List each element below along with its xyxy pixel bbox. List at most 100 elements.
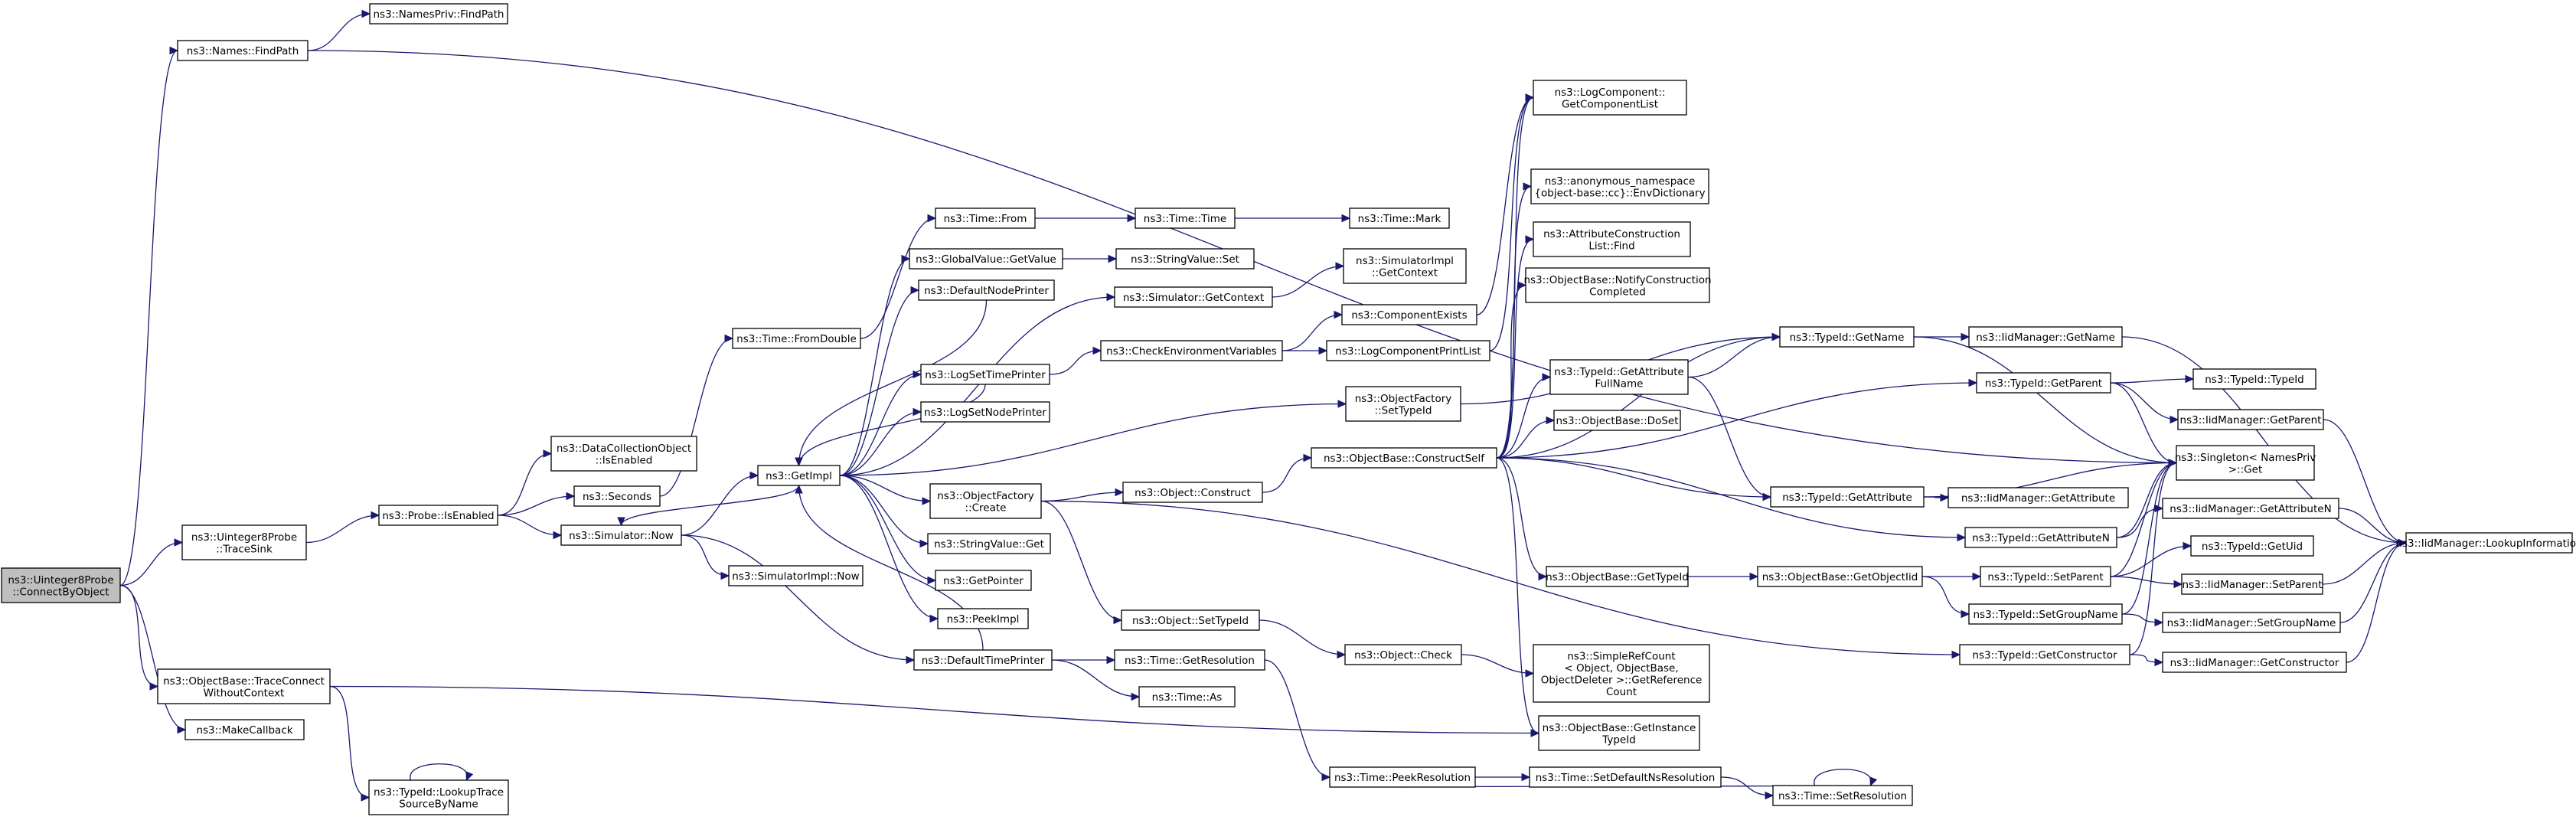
function-node-label: ns3::IidManager::GetName <box>1976 332 2115 344</box>
function-node-label: ns3::IidManager::GetAttributeN <box>2170 503 2331 515</box>
function-node[interactable]: ns3::Object::Check <box>1344 644 1462 665</box>
function-node[interactable]: ns3::TypeId::GetUid <box>2190 535 2314 557</box>
function-node[interactable]: ns3::PeekImpl <box>937 608 1029 629</box>
function-node-box <box>935 570 1032 591</box>
function-node[interactable]: ns3::ObjectBase::GetObjectIid <box>1757 566 1923 587</box>
function-node-label: ns3::SimulatorImpl <box>1356 255 1454 267</box>
function-node-box <box>1138 686 1236 707</box>
function-node[interactable]: ns3::SimulatorImpl::GetContext <box>1343 248 1467 284</box>
function-node[interactable]: ns3::TypeId::TypeId <box>2192 368 2316 390</box>
call-edge-timeGetRes-to-timePeekRes <box>1264 659 1331 782</box>
function-node[interactable]: ns3::Time::Time <box>1135 207 1236 229</box>
function-node[interactable]: ns3::LogSetTimePrinter <box>920 364 1050 385</box>
call-edge-line <box>1461 654 1534 675</box>
call-edge-u8TraceSink-to-probeIsEnabled <box>305 511 380 544</box>
function-node-label: ns3::ObjectBase::NotifyConstruction <box>1523 274 1711 286</box>
function-node[interactable]: ns3::IidManager::GetAttribute <box>1948 487 2129 508</box>
function-node[interactable]: ns3::GetPointer <box>935 570 1032 591</box>
function-node[interactable]: ns3::Probe::IsEnabled <box>378 505 498 526</box>
function-node[interactable]: ns3::IidManager::GetName <box>1968 326 2123 348</box>
call-edge-arrowhead <box>361 793 371 802</box>
function-node-label: ns3::Time::Time <box>1144 213 1226 225</box>
function-node[interactable]: ns3::ObjectFactory::Create <box>929 483 1042 519</box>
function-node[interactable]: ns3::DefaultNodePrinter <box>918 279 1055 301</box>
function-node[interactable]: ns3::Names::FindPath <box>177 40 309 61</box>
call-edge-line <box>860 217 936 339</box>
function-node[interactable]: ns3::IidManager::SetParent <box>2181 573 2323 595</box>
function-node[interactable]: ns3::TypeId::GetAttributeN <box>1964 527 2117 548</box>
function-node-label: ns3::GetPointer <box>943 575 1024 587</box>
function-node[interactable]: ns3::LogComponent::GetComponentList <box>1533 80 1687 116</box>
function-node[interactable]: ns3::IidManager::GetParent <box>2177 409 2324 430</box>
function-node[interactable]: ns3::IidManager::GetAttributeN <box>2162 498 2339 519</box>
function-node[interactable]: ns3::IidManager::GetConstructor <box>2162 652 2347 673</box>
function-node[interactable]: ns3::IidManager::LookupInformation <box>2395 532 2576 554</box>
function-node[interactable]: ns3::TypeId::SetGroupName <box>1968 603 2123 625</box>
function-node[interactable]: ns3::anonymous_namespace{object-base::cc… <box>1530 168 1709 204</box>
function-node[interactable]: ns3::Time::As <box>1138 686 1236 707</box>
function-node[interactable]: ns3::IidManager::SetGroupName <box>2162 612 2341 633</box>
function-node[interactable]: ns3::TypeId::GetParent <box>1976 372 2111 394</box>
call-edge-arrowhead <box>177 725 187 734</box>
function-node[interactable]: ns3::Simulator::GetContext <box>1114 286 1273 308</box>
function-node-box <box>1757 566 1923 587</box>
call-edge-arrowhead <box>919 539 929 548</box>
function-node[interactable]: ns3::LogComponentPrintList <box>1326 340 1490 361</box>
function-node[interactable]: ns3::Singleton< NamesPriv >::Get <box>2175 445 2316 481</box>
call-edge-objSetTypeId-to-objCheck <box>1259 619 1347 659</box>
function-node[interactable]: ns3::ObjectBase::NotifyConstructionCompl… <box>1523 267 1712 303</box>
function-node[interactable]: ns3::TypeId::SetParent <box>1980 566 2111 587</box>
function-node[interactable]: ns3::StringValue::Set <box>1115 248 1255 270</box>
function-node[interactable]: ns3::SimpleRefCount< Object, ObjectBase,… <box>1533 644 1710 703</box>
call-edge-arrowhead <box>1341 214 1351 223</box>
function-node[interactable]: ns3::ObjectFactory::SetTypeId <box>1345 386 1461 422</box>
function-node[interactable]: ns3::Time::SetDefaultNsResolution <box>1529 766 1722 788</box>
function-node[interactable]: ns3::CheckEnvironmentVariables <box>1100 340 1283 361</box>
function-node[interactable]: ns3::Time::GetResolution <box>1114 649 1265 671</box>
function-node[interactable]: ns3::ComponentExists <box>1341 304 1477 325</box>
call-edge-line <box>681 534 730 577</box>
function-node-label: Completed <box>1589 286 1646 298</box>
function-node[interactable]: ns3::MakeCallback <box>184 719 305 740</box>
function-node[interactable]: ns3::ObjectBase::GetTypeId <box>1546 566 1689 587</box>
function-node[interactable]: ns3::TypeId::GetConstructor <box>1959 644 2130 665</box>
function-node-box <box>184 719 305 740</box>
call-edge-logCompPrintList-to-logCompGetList <box>1489 93 1535 351</box>
function-node[interactable]: ns3::ObjectBase::DoSet <box>1553 410 1681 431</box>
function-node[interactable]: ns3::DefaultTimePrinter <box>913 649 1053 671</box>
function-node[interactable]: ns3::Seconds <box>573 485 661 507</box>
function-node[interactable]: ns3::TypeId::GetName <box>1779 326 1915 348</box>
call-edge-arrowhead <box>1318 346 1328 355</box>
function-node-box <box>2181 573 2323 595</box>
function-node-label: ::ConnectByObject <box>12 586 109 598</box>
function-node[interactable]: ns3::LogSetNodePrinter <box>920 401 1050 423</box>
call-edge-arrowhead <box>1940 493 1950 502</box>
function-node[interactable]: ns3::Time::From <box>935 207 1036 229</box>
function-node[interactable]: ns3::ObjectBase::TraceConnectWithoutCont… <box>157 668 331 704</box>
function-node[interactable]: ns3::GlobalValue::GetValue <box>909 248 1063 270</box>
function-node[interactable]: ns3::Object::Construct <box>1122 482 1263 503</box>
function-node[interactable]: ns3::Time::Mark <box>1349 207 1450 229</box>
function-node[interactable]: ns3::SimulatorImpl::Now <box>728 565 864 586</box>
function-node[interactable]: ns3::TypeId::GetAttribute <box>1770 486 1925 508</box>
function-node[interactable]: ns3::ObjectBase::ConstructSelf <box>1311 447 1497 469</box>
function-node[interactable]: ns3::Simulator::Now <box>560 524 682 546</box>
function-node[interactable]: ns3::Uinteger8Probe::TraceSink <box>181 524 307 560</box>
call-edge-arrowhead <box>1546 416 1556 425</box>
function-node[interactable]: ns3::Time::PeekResolution <box>1329 766 1476 788</box>
function-node-label: ns3::TypeId::LookupTrace <box>374 786 504 799</box>
function-node[interactable]: ns3::StringValue::Get <box>927 533 1051 554</box>
function-node[interactable]: ns3::GetImpl <box>757 465 841 486</box>
function-node[interactable]: ns3::DataCollectionObject::IsEnabled <box>550 436 697 472</box>
call-edge-probeIsEnabled-to-simNow <box>497 515 563 540</box>
function-node[interactable]: ns3::Time::FromDouble <box>732 328 861 349</box>
function-node[interactable]: ns3::Time::SetResolution <box>1772 785 1913 806</box>
call-edge-arrowhead <box>1131 692 1141 701</box>
function-node[interactable]: ns3::NamesPriv::FindPath <box>369 3 508 25</box>
function-node[interactable]: ns3::Object::SetTypeId <box>1121 609 1260 631</box>
call-edge-line <box>1687 336 1781 378</box>
